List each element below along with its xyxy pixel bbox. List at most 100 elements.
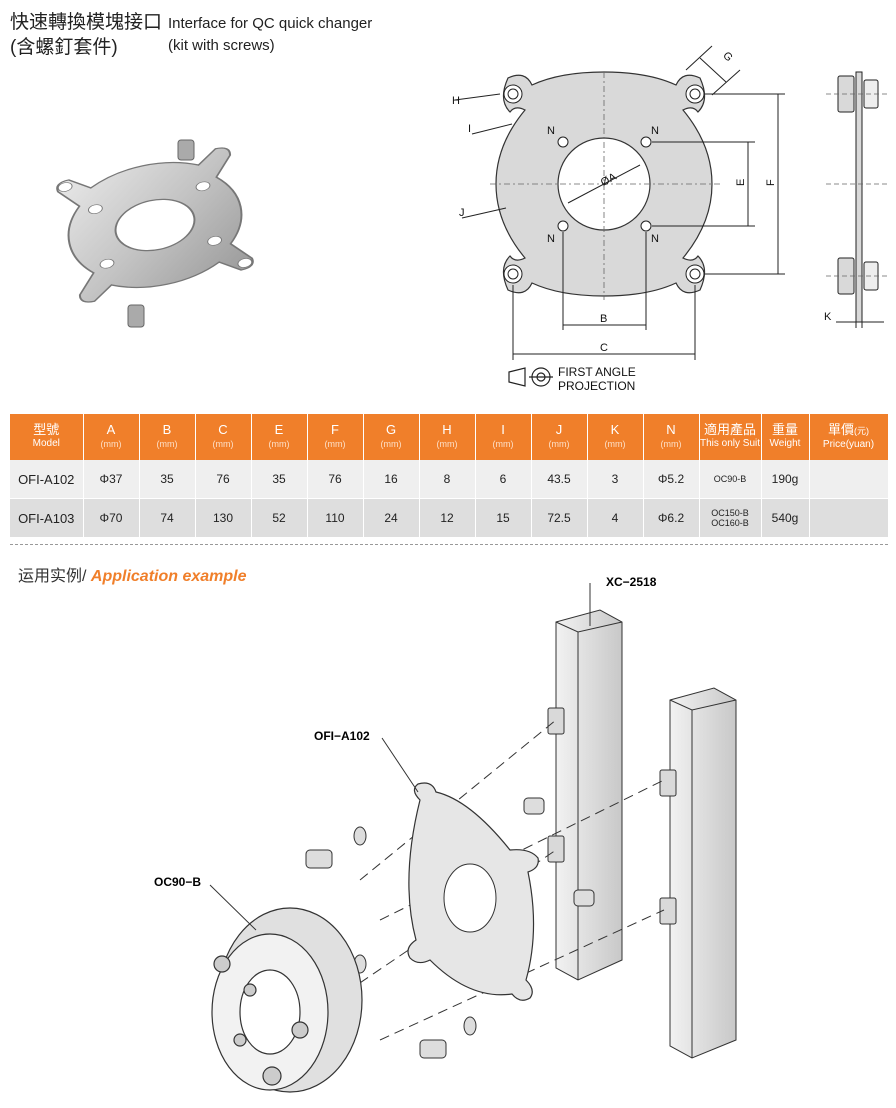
- title-en-line1: Interface for QC quick changer: [168, 15, 373, 32]
- table-cell: 76: [195, 460, 252, 499]
- column-header-sub: (mm): [324, 439, 346, 449]
- column-header-label: 單價: [827, 421, 854, 437]
- column-header: I (mm): [475, 414, 532, 460]
- column-header-label: J: [555, 422, 563, 437]
- technical-drawing: ØA B C E F G H I J N N N N: [452, 45, 785, 360]
- column-header-label: 適用產品: [703, 422, 756, 437]
- column-header: E (mm): [251, 414, 308, 460]
- column-header-label: E: [274, 422, 284, 437]
- table-cell: Φ70: [83, 498, 140, 538]
- dim-label-F: F: [765, 179, 777, 186]
- column-header-unit: (元): [854, 425, 869, 436]
- table-cell: OC150-B OC160-B: [699, 498, 762, 538]
- column-header-label: H: [442, 422, 452, 437]
- table-cell: 4: [587, 498, 644, 538]
- column-header: N (mm): [643, 414, 700, 460]
- callout-changer: OC90−B: [154, 875, 201, 889]
- section-divider: [10, 544, 888, 545]
- column-header-sub: (mm): [100, 439, 122, 449]
- column-header-label: 型號: [33, 422, 60, 437]
- column-header: F (mm): [307, 414, 364, 460]
- dim-label-K: K: [824, 311, 832, 323]
- projection-label: FIRST ANGLE PROJECTION: [558, 365, 636, 393]
- title-en-line2: (kit with screws): [168, 37, 275, 54]
- projection-line1: FIRST ANGLE: [558, 365, 636, 379]
- column-header-sub: (mm): [268, 439, 290, 449]
- table-cell: 35: [251, 460, 308, 499]
- application-title: 运用实例/ Application example: [18, 562, 247, 586]
- model-cell: OFI-A102: [10, 460, 84, 499]
- column-header-label: F: [331, 422, 339, 437]
- table-cell: 24: [363, 498, 420, 538]
- column-header-label: A: [106, 422, 116, 437]
- application-title-en: Application example: [90, 568, 247, 585]
- projection-line2: PROJECTION: [558, 379, 636, 393]
- page-title-cn: 快速轉換模塊接口 (含螺釘套件): [10, 10, 162, 60]
- table-cell: 540g: [761, 498, 810, 538]
- table-cell: 190g: [761, 460, 810, 499]
- application-title-cn: 运用实例/: [18, 568, 91, 585]
- column-header-label: 重量: [771, 422, 798, 437]
- dim-label-I: I: [468, 123, 471, 135]
- column-header-sub: (mm): [436, 439, 458, 449]
- column-header-sub: (mm): [548, 439, 570, 449]
- table-cell: Φ5.2: [643, 460, 700, 499]
- column-header-sub: Model: [32, 438, 60, 449]
- table-cell: 130: [195, 498, 252, 538]
- column-header-label: I: [501, 422, 505, 437]
- product-photo: [56, 139, 254, 328]
- table-cell: 35: [139, 460, 196, 499]
- table-cell: 15: [475, 498, 532, 538]
- column-header: A (mm): [83, 414, 140, 460]
- column-header-sub: (mm): [212, 439, 234, 449]
- column-header: H (mm): [419, 414, 476, 460]
- model-cell: OFI-A103: [10, 498, 84, 538]
- table-cell: Φ6.2: [643, 498, 700, 538]
- column-header: 單價(元) Price(yuan): [809, 414, 889, 460]
- column-header-sub: (mm): [156, 439, 178, 449]
- table-cell: 12: [419, 498, 476, 538]
- title-cn-line1: 快速轉換模塊接口: [10, 12, 163, 33]
- column-header: J (mm): [531, 414, 588, 460]
- column-header-label: K: [610, 422, 620, 437]
- dim-label-G: G: [720, 50, 735, 65]
- dim-label-N-3: N: [547, 233, 555, 245]
- table-cell: [809, 460, 889, 499]
- column-header: C(mm): [195, 414, 252, 460]
- column-header-sub: (mm): [660, 439, 682, 449]
- column-header-label: N: [666, 422, 676, 437]
- column-header-sub: Weight: [769, 438, 801, 449]
- table-cell: 52: [251, 498, 308, 538]
- table-cell: 110: [307, 498, 364, 538]
- column-header-label: G: [385, 422, 397, 437]
- dim-label-N-1: N: [547, 125, 555, 137]
- table-cell: 72.5: [531, 498, 588, 538]
- side-view-drawing: K: [824, 71, 888, 328]
- callout-profile: XC−2518: [606, 575, 657, 589]
- column-header-sub: (mm): [492, 439, 514, 449]
- table-cell: 74: [139, 498, 196, 538]
- column-header-sub: Price(yuan): [822, 438, 875, 450]
- dim-label-B: B: [600, 313, 607, 325]
- table-cell: 8: [419, 460, 476, 499]
- column-header: K (mm): [587, 414, 644, 460]
- table-cell: 16: [363, 460, 420, 499]
- page-title-en: Interface for QC quick changer (kit with…: [168, 13, 372, 57]
- title-cn-line2: (含螺釘套件): [10, 37, 118, 58]
- assembly-illustration: XC−2518 OFI−A102 OC90−B: [154, 575, 737, 1093]
- column-header-label: B: [162, 422, 172, 437]
- table-cell: [809, 498, 889, 538]
- column-header-sub: This only Suit: [699, 438, 761, 449]
- table-cell: Φ37: [83, 460, 140, 499]
- table-cell: 6: [475, 460, 532, 499]
- column-header-sub: (mm): [604, 439, 626, 449]
- callout-plate: OFI−A102: [314, 729, 370, 743]
- column-header-sub: (mm): [380, 439, 402, 449]
